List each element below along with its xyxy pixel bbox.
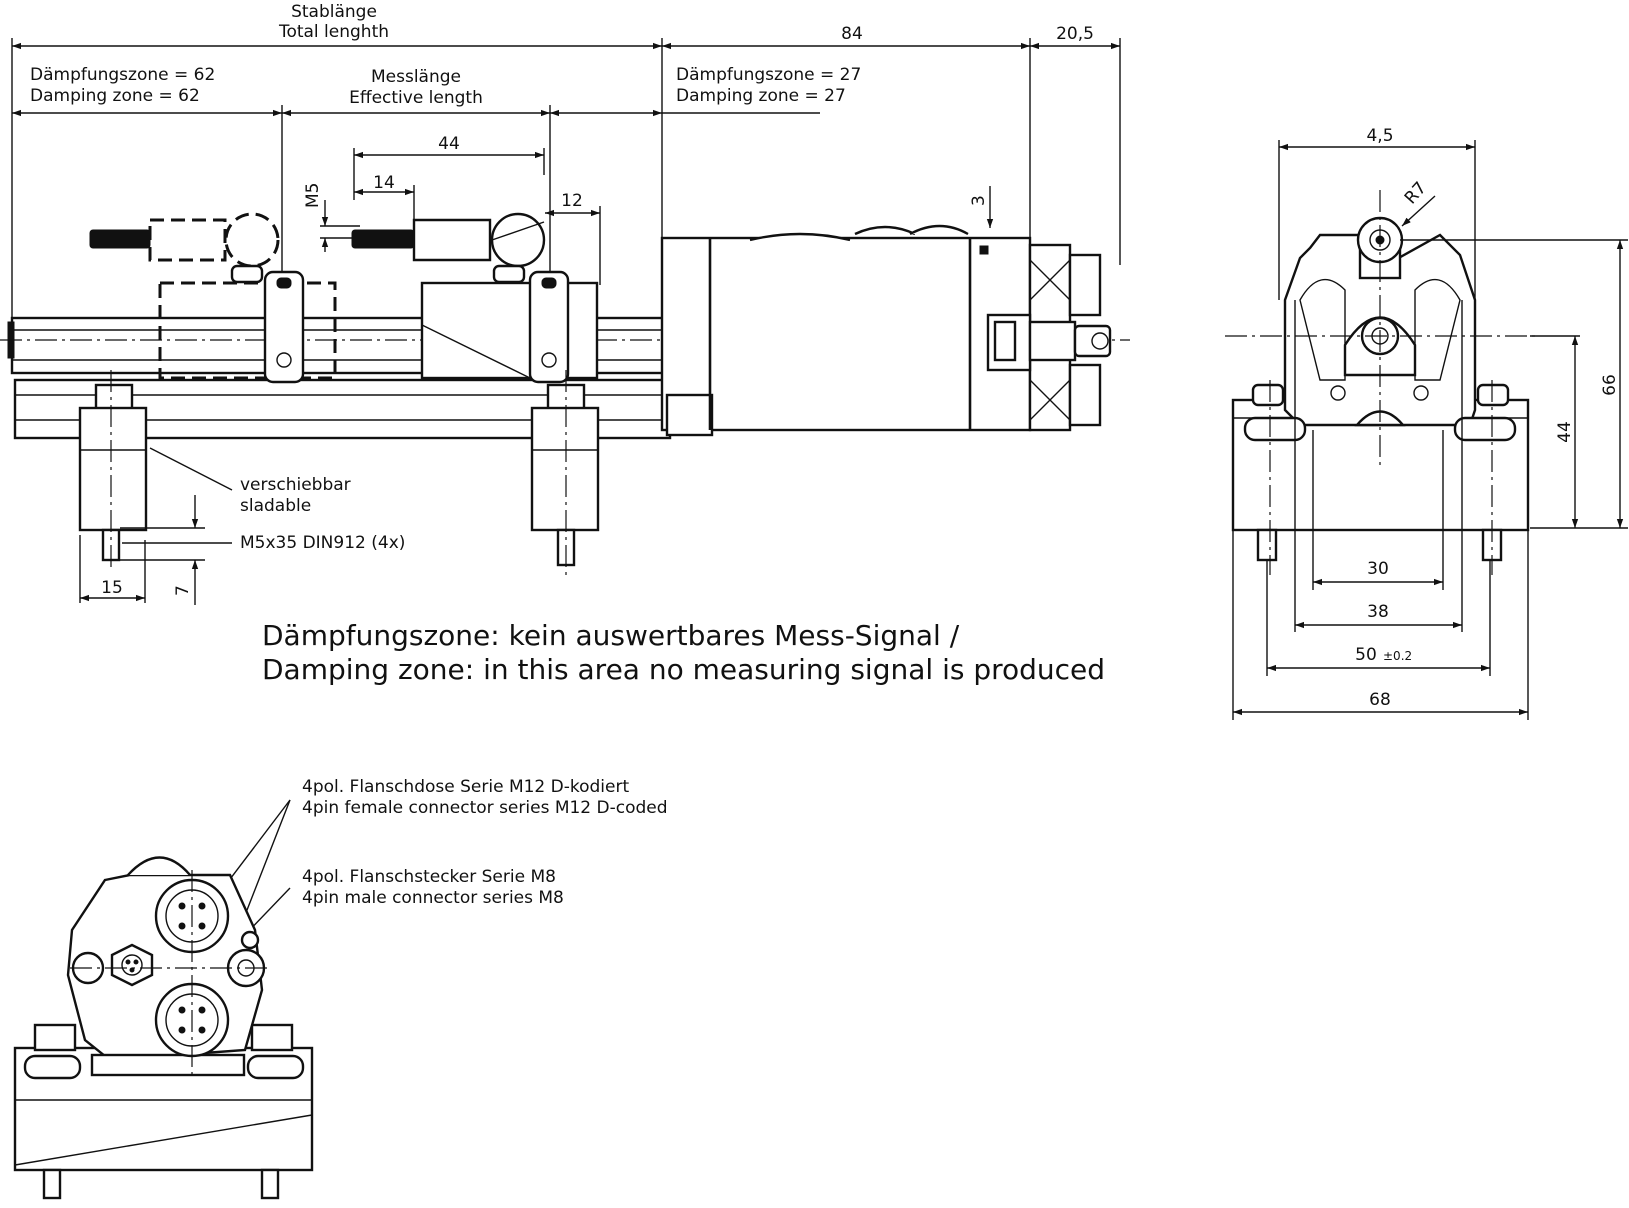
dim-50-tolerance: ±0.2 [1383, 649, 1412, 663]
slider-dashed-position [89, 212, 337, 384]
dim-4-5: 4,5 [1366, 126, 1393, 146]
damping-note-de: Dämpfungszone: kein auswertbares Mess-Si… [262, 619, 960, 652]
damping-right-en: Damping zone = 27 [676, 86, 846, 106]
dim-15: 15 [101, 578, 123, 598]
connector-side [986, 243, 1112, 432]
m12-label-de: 4pol. Flanschdose Serie M12 D-kodiert [302, 777, 629, 797]
dim-44-top: 44 [438, 134, 460, 154]
dim-12: 12 [561, 191, 583, 211]
damping-note: Dämpfungszone: kein auswertbares Mess-Si… [262, 619, 1105, 686]
dim-7: 7 [173, 585, 193, 596]
screw-label: M5x35 DIN912 (4x) [240, 533, 405, 553]
foot-annotations: verschiebbar sladable M5x35 DIN912 (4x) … [79, 447, 405, 605]
end-view-dimensions: 4,5 R7 66 44 30 38 50 ±0.2 [1232, 126, 1628, 720]
damping-right-de: Dämpfungszone = 27 [676, 65, 861, 85]
m8-connector [110, 943, 154, 987]
dim-m5: M5 [303, 183, 323, 208]
dim-84: 84 [841, 24, 863, 44]
dim-38: 38 [1367, 602, 1389, 622]
head-length-dimension: 84 20,5 [662, 24, 1121, 265]
dim-68: 68 [1369, 690, 1391, 710]
damping-note-en: Damping zone: in this area no measuring … [262, 653, 1105, 686]
connector-view: 4pol. Flanschdose Serie M12 D-kodiert 4p… [13, 777, 668, 1200]
damping-zone-dimensions: Dämpfungszone = 62 Damping zone = 62 Mes… [12, 65, 861, 380]
dim-30: 30 [1367, 559, 1389, 579]
dim-44-end: 44 [1555, 421, 1575, 443]
total-length-dimension: Stablänge Total lenghth [11, 2, 663, 320]
m8-label-en: 4pin male connector series M8 [302, 888, 564, 908]
dim-14: 14 [373, 173, 395, 193]
dim-20-5: 20,5 [1056, 24, 1094, 44]
m12-label-en: 4pin female connector series M12 D-coded [302, 798, 668, 818]
measuring-length-en: Effective length [349, 88, 483, 108]
damping-left-de: Dämpfungszone = 62 [30, 65, 215, 85]
mounting-foot-left [78, 370, 148, 570]
total-length-label-de: Stablänge [291, 2, 377, 22]
sensor-head [660, 224, 1032, 437]
side-view: Stablänge Total lenghth 84 20,5 Dämpfung… [0, 2, 1130, 686]
measuring-length-de: Messlänge [371, 67, 461, 87]
slidable-de: verschiebbar [240, 475, 351, 495]
end-view: 4,5 R7 66 44 30 38 50 ±0.2 [1225, 126, 1628, 720]
dim-50: 50 [1355, 645, 1377, 665]
slider [351, 212, 599, 384]
m8-label-de: 4pol. Flanschstecker Serie M8 [302, 867, 556, 887]
mounting-foot-right [530, 370, 600, 575]
slidable-en: sladable [240, 496, 311, 516]
dim-3: 3 [969, 195, 989, 206]
connector-housing [13, 856, 314, 1200]
total-length-label-en: Total lenghth [278, 22, 389, 42]
connector-labels: 4pol. Flanschdose Serie M12 D-kodiert 4p… [214, 777, 668, 993]
dim-66: 66 [1600, 374, 1620, 396]
end-view-body [1225, 190, 1535, 575]
damping-left-en: Damping zone = 62 [30, 86, 200, 106]
